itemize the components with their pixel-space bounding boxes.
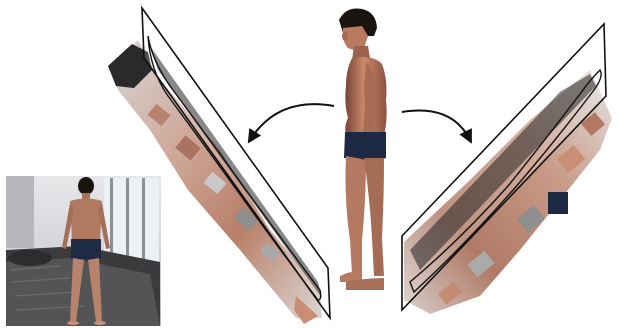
center-figure <box>339 8 387 290</box>
arrow-left <box>250 104 334 140</box>
arrow-right <box>402 111 470 140</box>
right-slice <box>402 24 612 314</box>
input-photo <box>6 176 161 326</box>
